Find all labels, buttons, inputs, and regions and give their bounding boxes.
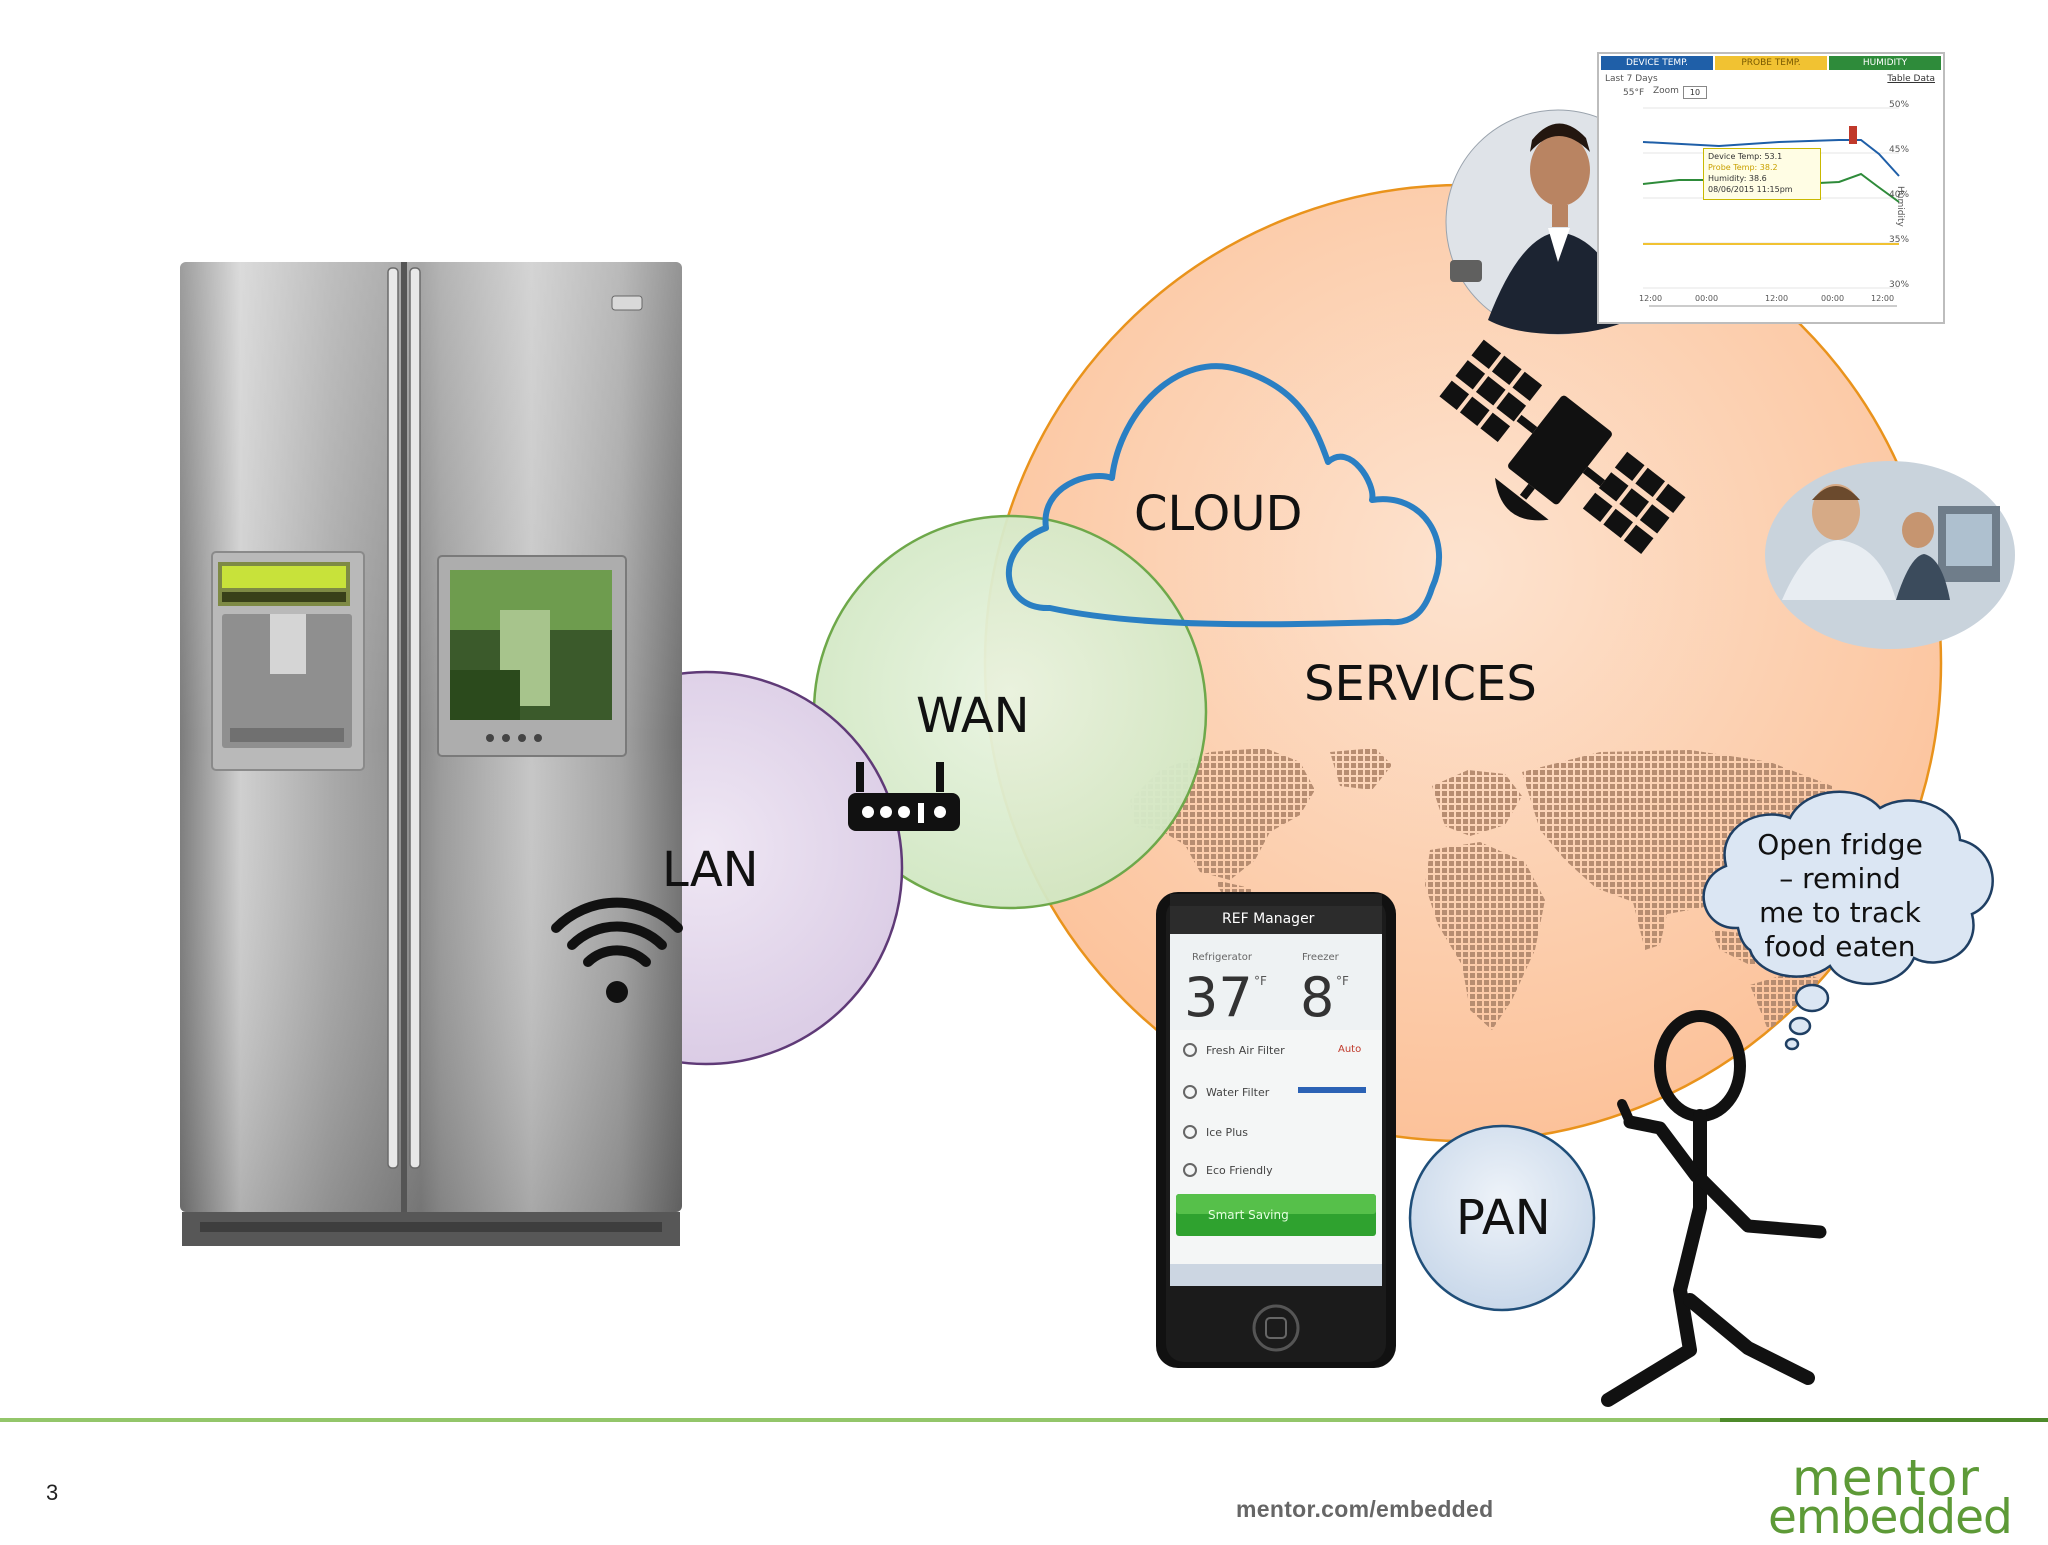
pan-label: PAN bbox=[1456, 1190, 1551, 1246]
smartphone-image bbox=[1156, 892, 1396, 1368]
chart-ytick-4: 30% bbox=[1889, 280, 1910, 290]
chart-value: 55°F bbox=[1623, 88, 1645, 98]
phone-row-ice-plus[interactable]: Ice Plus bbox=[1206, 1126, 1248, 1139]
logo-line-2: embedded bbox=[1768, 1490, 2013, 1545]
thought-line-2: – remind bbox=[1779, 862, 1901, 895]
chart-tab-humidity[interactable]: HUMIDITY bbox=[1829, 56, 1941, 70]
chart-ytick-0: 50% bbox=[1889, 100, 1910, 110]
services-label: SERVICES bbox=[1304, 656, 1537, 712]
chart-xtick-3: 00:00 bbox=[1821, 294, 1845, 303]
chart-xtick-2: 12:00 bbox=[1765, 294, 1789, 303]
chart-tooltip: Device Temp: 53.1 Probe Temp: 38.2 Humid… bbox=[1703, 148, 1821, 200]
chart-ytick-1: 45% bbox=[1889, 145, 1910, 155]
phone-fridge-label: Refrigerator bbox=[1192, 952, 1252, 963]
lan-label: LAN bbox=[662, 842, 759, 898]
wifi-icon bbox=[551, 897, 683, 1003]
wan-label: WAN bbox=[916, 688, 1030, 744]
stick-figure bbox=[1601, 1010, 1827, 1407]
chart-zoom-select[interactable]: 10 bbox=[1683, 86, 1707, 99]
phone-smart-saving-button[interactable]: Smart Saving bbox=[1208, 1208, 1289, 1222]
phone-fridge-unit: °F bbox=[1254, 974, 1267, 988]
phone-freezer-label: Freezer bbox=[1302, 952, 1339, 963]
page-number: 3 bbox=[46, 1480, 59, 1505]
chart-zoom-label: Zoom bbox=[1653, 86, 1679, 96]
thought-cloud bbox=[1702, 790, 1994, 1051]
chart-tab-device-temp[interactable]: DEVICE TEMP. bbox=[1601, 56, 1713, 70]
pan-circle bbox=[1408, 1124, 1596, 1312]
thought-text: Open fridge – remind me to track food ea… bbox=[1712, 828, 1968, 964]
cloud-shape bbox=[1006, 363, 1443, 628]
phone-freezer-temp: 8 bbox=[1300, 966, 1335, 1029]
phone-fresh-air-value: Auto bbox=[1338, 1044, 1362, 1055]
cloud-label: CLOUD bbox=[1134, 486, 1303, 542]
phone-app-title: REF Manager bbox=[1222, 911, 1315, 927]
tooltip-device-temp: Device Temp: 53.1 bbox=[1708, 152, 1783, 161]
refrigerator-image bbox=[180, 262, 682, 1246]
footer-url[interactable]: mentor.com/embedded bbox=[1236, 1496, 1494, 1522]
footer-divider-accent bbox=[1720, 1418, 2048, 1422]
call-center-photo bbox=[1765, 461, 2015, 649]
tooltip-date: 08/06/2015 11:15pm bbox=[1708, 185, 1793, 194]
humidity-chart-panel: DEVICE TEMP. PROBE TEMP. HUMIDITY Last 7… bbox=[1597, 52, 1945, 324]
chart-ytick-2: 40% bbox=[1889, 190, 1910, 200]
chart-period: Last 7 Days bbox=[1605, 74, 1658, 84]
phone-row-water-filter[interactable]: Water Filter bbox=[1206, 1086, 1270, 1099]
chart-tab-probe-temp[interactable]: PROBE TEMP. bbox=[1715, 56, 1827, 70]
phone-fridge-temp: 37 bbox=[1184, 966, 1253, 1029]
phone-row-eco-friendly[interactable]: Eco Friendly bbox=[1206, 1164, 1273, 1177]
router-icon bbox=[848, 762, 960, 831]
mentor-embedded-logo: mentor embedded bbox=[1768, 1449, 2013, 1545]
chart-ylabel: Humidity bbox=[1895, 186, 1905, 227]
chart-table-link[interactable]: Table Data bbox=[1887, 74, 1935, 84]
phone-row-fresh-air[interactable]: Fresh Air Filter bbox=[1206, 1044, 1285, 1057]
logo-line-1: mentor bbox=[1792, 1449, 1980, 1507]
footer-divider bbox=[0, 1418, 2048, 1422]
series-device-temp bbox=[1642, 139, 1900, 177]
tooltip-humidity: Humidity: 38.6 bbox=[1708, 174, 1767, 183]
phone-freezer-unit: °F bbox=[1336, 974, 1349, 988]
tooltip-probe-temp: Probe Temp: 38.2 bbox=[1708, 163, 1778, 172]
satellite-icon bbox=[1439, 339, 1686, 555]
thought-line-3: me to track bbox=[1759, 896, 1921, 929]
thought-line-4: food eaten bbox=[1764, 930, 1916, 963]
chart-xtick-4: 12:00 bbox=[1871, 294, 1895, 303]
thought-line-1: Open fridge bbox=[1757, 828, 1923, 861]
chart-xtick-1: 00:00 bbox=[1695, 294, 1719, 303]
chart-xtick-0: 12:00 bbox=[1639, 294, 1663, 303]
chart-ytick-3: 35% bbox=[1889, 235, 1910, 245]
